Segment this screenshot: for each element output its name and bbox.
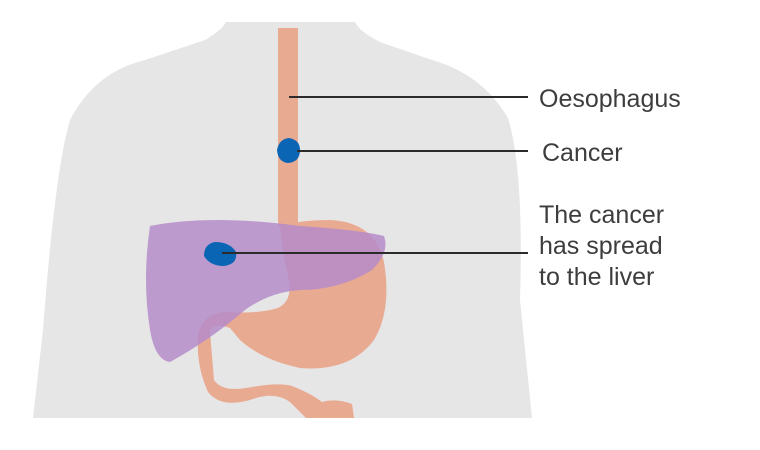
label-cancer-spread: The cancer has spread to the liver	[539, 200, 664, 293]
oesophagus	[278, 28, 298, 232]
label-spread-line-2: has spread	[539, 232, 663, 260]
label-spread-line-3: to the liver	[539, 263, 655, 291]
liver-tumour	[204, 242, 237, 266]
oesophagus-tumour	[277, 138, 300, 163]
label-cancer: Cancer	[542, 139, 623, 167]
label-spread-line-1: The cancer	[539, 201, 665, 229]
label-oesophagus: Oesophagus	[539, 85, 681, 113]
